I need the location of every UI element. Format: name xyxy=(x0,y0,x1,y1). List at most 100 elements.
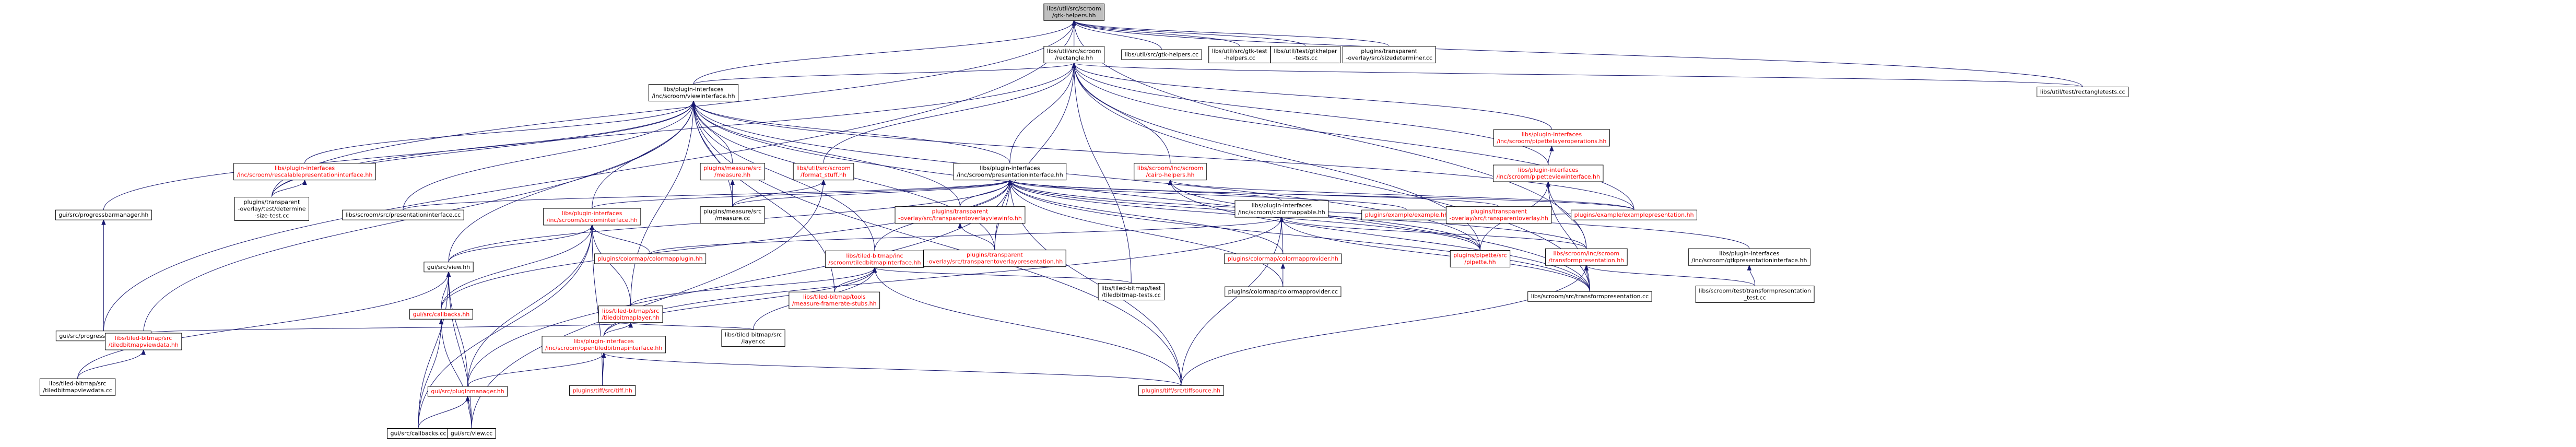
node-box xyxy=(1043,46,1105,64)
node-label: plugins/colormap/colormapprovider.cc xyxy=(1228,288,1338,295)
graph-node[interactable]: plugins/colormap/colormapprovider.cc xyxy=(1225,286,1342,297)
graph-node[interactable]: plugins/tiff/src/tiffsource.hh xyxy=(1138,385,1224,396)
graph-node[interactable]: libs/tiled-bitmap/src/layer.cc xyxy=(721,329,785,347)
node-box xyxy=(1043,3,1105,21)
graph-node[interactable]: plugins/transparent-overlay/src/transpar… xyxy=(1445,206,1552,224)
node-box xyxy=(1688,248,1810,266)
node-box xyxy=(1225,286,1342,297)
edge-line xyxy=(1074,20,1240,46)
graph-node[interactable]: gui/src/progressbarmanager.hh xyxy=(55,209,152,220)
edge-arrowhead xyxy=(730,179,735,185)
edge-line xyxy=(448,272,468,386)
edge-line xyxy=(1074,63,2083,87)
edge-line xyxy=(467,225,593,386)
edge-line xyxy=(1281,217,1587,249)
graph-node[interactable]: plugins/transparent-overlay/src/sizedete… xyxy=(1342,46,1436,64)
graph-node[interactable]: libs/plugin-interfaces/inc/scroom/scroom… xyxy=(543,208,641,226)
graph-node[interactable]: gui/src/view.hh xyxy=(424,262,474,273)
graph-node[interactable]: plugins/pipette/src/pipette.hh xyxy=(1450,250,1511,268)
graph-node[interactable]: libs/plugin-interfaces/inc/scroom/pipett… xyxy=(1493,129,1610,147)
edge-line xyxy=(1181,265,1587,386)
graph-node[interactable]: libs/tiled-bitmap/inc/scroom/tiledbitmap… xyxy=(825,250,924,268)
graph-node[interactable]: libs/util/src/gtk-test-helpers.cc xyxy=(1208,46,1271,64)
dependency-edge xyxy=(1747,264,1756,286)
node-label: libs/tiled-bitmap/src xyxy=(602,308,659,314)
graph-node[interactable]: plugins/colormap/colormapprovider.hh xyxy=(1224,253,1342,264)
graph-node[interactable]: gui/src/pluginmanager.hh xyxy=(427,386,508,397)
graph-node[interactable]: plugins/example/example.hh xyxy=(1361,209,1452,220)
node-box xyxy=(1545,248,1628,266)
edge-line xyxy=(592,101,694,209)
graph-node[interactable]: plugins/transparent-overlay/src/transpar… xyxy=(895,206,1026,224)
node-label: gui/src/view.cc xyxy=(451,430,492,437)
graph-node[interactable]: libs/scroom/inc/scroom/transformpresenta… xyxy=(1545,248,1628,266)
graph-node[interactable]: plugins/tiff/src/tiff.hh xyxy=(569,385,636,396)
node-label: gui/src/callbacks.hh xyxy=(413,311,470,317)
node-box xyxy=(1493,129,1610,147)
graph-node[interactable]: libs/scroom/src/transformpresentation.cc xyxy=(1527,291,1652,302)
node-label: /inc/scroom/pipettelayeroperations.hh xyxy=(1497,138,1606,145)
edge-arrowhead xyxy=(1280,263,1286,269)
graph-node[interactable]: plugins/example/examplepresentation.hh xyxy=(1571,209,1698,220)
edge-arrowhead xyxy=(958,222,962,229)
graph-node[interactable]: libs/tiled-bitmap/src/tiledbitmapviewdat… xyxy=(105,333,182,350)
graph-node[interactable]: libs/util/test/rectangletests.cc xyxy=(2037,86,2129,97)
graph-node[interactable]: libs/tiled-bitmap/tools/measure-framerat… xyxy=(789,291,880,309)
graph-node[interactable]: libs/plugin-interfaces/inc/scroom/rescal… xyxy=(233,163,376,181)
node-label: /measure.hh xyxy=(714,172,750,179)
node-label: libs/plugin-interfaces xyxy=(980,165,1040,172)
edge-line xyxy=(592,180,1010,209)
graph-node[interactable]: libs/util/src/gtk-helpers.cc xyxy=(1121,49,1202,60)
graph-node[interactable]: plugins/transparent-overlay/src/transpar… xyxy=(923,250,1066,267)
graph-node[interactable]: libs/plugin-interfaces/inc/scroom/openti… xyxy=(542,336,666,354)
dependency-edge xyxy=(1168,179,1590,292)
graph-node[interactable]: libs/util/src/scroom/format_stuff.hh xyxy=(793,163,854,181)
graph-node[interactable]: libs/tiled-bitmap/src/tiledbitmapviewdat… xyxy=(39,378,116,396)
edge-line xyxy=(693,101,733,207)
node-label: -overlay/src/transparentoverlayviewinfo.… xyxy=(898,215,1022,222)
graph-node[interactable]: plugins/transparent-overlay/test/determi… xyxy=(234,197,310,221)
graph-node[interactable]: libs/plugin-interfaces/inc/scroom/presen… xyxy=(953,163,1067,181)
node-box xyxy=(1450,250,1511,268)
graph-node[interactable]: libs/plugin-interfaces/inc/scroom/gtkpre… xyxy=(1688,248,1810,266)
edge-line xyxy=(1009,180,1182,386)
graph-node[interactable]: libs/plugin-interfaces/inc/scroom/colorm… xyxy=(1234,200,1329,218)
node-box xyxy=(1134,163,1207,181)
graph-node[interactable]: libs/plugin-interfaces/inc/scroom/viewin… xyxy=(648,84,739,102)
node-box xyxy=(1527,291,1652,302)
node-label: libs/util/src/scroom xyxy=(1047,48,1101,55)
dependency-edge xyxy=(693,19,1076,85)
dependency-edge xyxy=(1584,264,1756,287)
graph-node[interactable]: libs/tiled-bitmap/test/tiledbitmap-tests… xyxy=(1098,283,1165,301)
node-label: gui/src/view.hh xyxy=(427,264,470,270)
node-label: -overlay/src/sizedeterminer.cc xyxy=(1346,55,1432,62)
node-label: plugins/transparent xyxy=(1471,208,1527,215)
graph-node[interactable]: gui/src/callbacks.hh xyxy=(409,309,473,320)
edges-layer xyxy=(77,19,2083,429)
edge-line xyxy=(418,225,593,429)
node-box xyxy=(1571,209,1698,220)
edge-line xyxy=(441,319,472,429)
graph-node[interactable]: libs/util/test/gtkhelper-tests.cc xyxy=(1270,46,1341,64)
graph-node[interactable]: plugins/colormap/colormapplugin.hh xyxy=(594,253,707,264)
node-box xyxy=(648,84,739,102)
edge-line xyxy=(471,180,824,429)
edge-arrowhead xyxy=(1072,62,1076,68)
graph-node[interactable]: libs/scroom/inc/scroom/cairo-helpers.hh xyxy=(1134,163,1207,181)
graph-node[interactable]: gui/src/view.cc xyxy=(447,428,496,439)
node-label: libs/scroom/inc/scroom xyxy=(1137,165,1204,172)
node-box xyxy=(542,336,666,354)
dependency-edge xyxy=(467,352,606,387)
graph-node[interactable]: plugins/measure/src/measure.cc xyxy=(700,206,765,224)
graph-node[interactable]: libs/plugin-interfaces/inc/scroom/pipett… xyxy=(1493,164,1604,182)
graph-node[interactable]: libs/tiled-bitmap/src/tiledbitmaplayer.h… xyxy=(598,305,663,323)
dependency-edge xyxy=(1072,62,2083,87)
edge-line xyxy=(1548,181,1587,249)
graph-node[interactable]: gui/src/callbacks.cc xyxy=(387,428,450,439)
node-box xyxy=(234,197,310,221)
graph-node[interactable]: libs/scroom/test/transformpresentation_t… xyxy=(1695,286,1815,303)
graph-node[interactable]: libs/scroom/src/presentationinterface.cc xyxy=(342,209,464,220)
graph-node[interactable]: libs/util/src/scroom/rectangle.hh xyxy=(1043,46,1105,64)
node-label: /inc/scroom/scroominterface.hh xyxy=(547,217,638,224)
graph-node[interactable]: plugins/measure/src/measure.hh xyxy=(700,163,765,181)
